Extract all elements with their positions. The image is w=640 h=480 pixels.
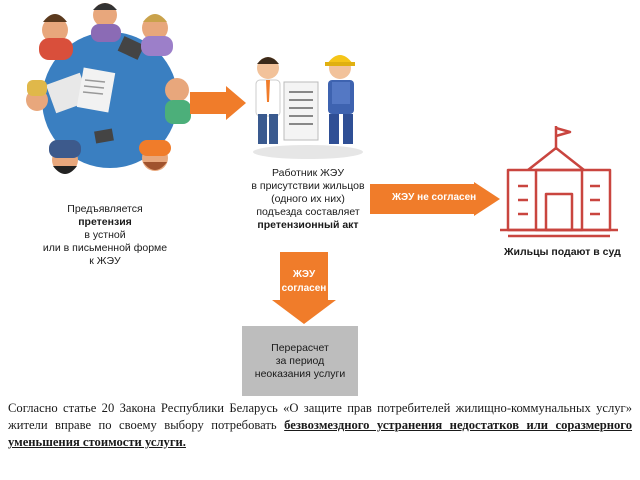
arrow-agree-shape (272, 252, 336, 324)
person-bottom-left (49, 140, 81, 174)
step1-line1: Предъявляется (67, 203, 143, 215)
recalc-line3: неоказания услуги (254, 367, 346, 380)
court-building-icon (500, 126, 618, 238)
step1-text: Предъявляется претензия в устной или в п… (20, 203, 190, 268)
caption-plain: Согласно статье 20 Закона Республики Бел… (8, 401, 632, 432)
recalc-line1: Перерасчет (271, 341, 329, 354)
recalc-box: Перерасчет за период неоказания услуги (242, 326, 358, 396)
step1-line3: в устной (84, 229, 126, 241)
person-bottom-right (139, 140, 171, 171)
document-icon (283, 81, 319, 141)
papers-icon (45, 36, 145, 144)
person-top-left (39, 14, 73, 60)
step2-text: Работник ЖЭУ в присутствии жильцов (одно… (228, 167, 388, 232)
step2-line5: претензионный акт (257, 219, 359, 231)
arrow-agree-line2: согласен (281, 283, 327, 294)
arrow-disagree-label: ЖЭУ не согласен (392, 192, 477, 203)
caption-paragraph: Согласно статье 20 Закона Республики Бел… (8, 400, 632, 451)
office-worker-icon (255, 57, 281, 144)
arrow-agree-line1: ЖЭУ (292, 269, 316, 280)
step2-line1: Работник ЖЭУ (271, 167, 344, 179)
person-right (165, 78, 191, 124)
caption-underlined: безвозмездного устранения недостатков ил… (8, 418, 633, 449)
arrow-right-icon (190, 86, 246, 120)
person-top-right (141, 14, 173, 56)
arrow-agree-label: ЖЭУ согласен (272, 268, 336, 296)
person-left (26, 80, 48, 111)
court-label: Жильцы подают в суд (504, 246, 621, 258)
step2-line4: подъезда составляет (256, 206, 360, 218)
technician-icon (325, 55, 355, 144)
step1-line2: претензия (78, 216, 132, 228)
person-top (91, 3, 121, 42)
workers-illustration (253, 55, 363, 159)
step1-line5: к ЖЭУ (89, 255, 121, 267)
recalc-line2: за период (275, 354, 325, 367)
step2-line3: (одного их них) (271, 193, 345, 205)
arrow-disagree-shape (370, 182, 500, 216)
step2-line2: в присутствии жильцов (251, 180, 365, 192)
meeting-illustration (26, 3, 191, 174)
step1-line4: или в письменной форме (42, 242, 168, 254)
